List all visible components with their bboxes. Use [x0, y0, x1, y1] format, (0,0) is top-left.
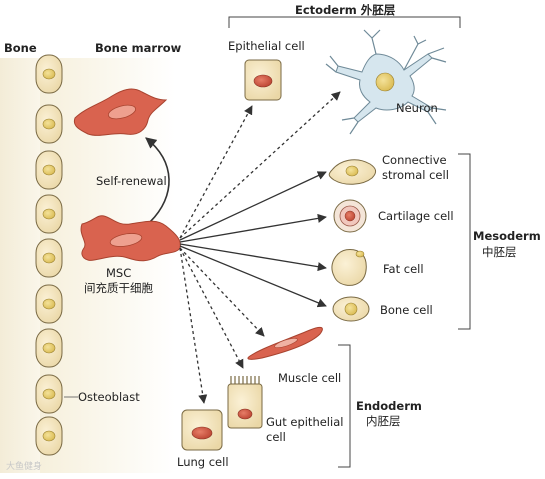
- watermark-text: 大鱼健身: [6, 460, 42, 472]
- bone-marrow-header: Bone marrow: [95, 41, 182, 55]
- fat-cell: [331, 249, 367, 286]
- arrow-to-connective: [179, 171, 327, 241]
- neuron-label: Neuron: [396, 101, 438, 115]
- msc-label: MSC: [106, 266, 131, 280]
- osteoblast-cell: [35, 194, 63, 234]
- osteoblast-cell: [35, 150, 63, 190]
- lung-cell: [181, 409, 223, 451]
- ectoderm-header: Ectoderm 外胚层: [295, 3, 396, 17]
- arrow-to-neuron: [179, 91, 341, 239]
- endoderm-chinese-label: 内胚层: [366, 414, 401, 428]
- osteoblast-cell: [35, 374, 63, 414]
- mesoderm-bracket: [458, 153, 471, 330]
- cartilage-cell-label: Cartilage cell: [378, 209, 454, 223]
- osteoblast-cell: [35, 328, 63, 368]
- self-renewal-label: Self-renewal: [96, 174, 167, 188]
- connective-stromal-cell: [328, 159, 377, 185]
- self-renewed-msc-cell: [73, 88, 168, 136]
- muscle-cell-label: Muscle cell: [278, 371, 341, 385]
- msc-cell: [80, 215, 181, 262]
- bone-cell-label: Bone cell: [380, 303, 433, 317]
- mesoderm-chinese-label: 中胚层: [482, 245, 517, 259]
- arrow-to-bone-cell: [179, 245, 327, 308]
- arrow-to-lung: [179, 247, 208, 404]
- endoderm-header: Endoderm: [356, 399, 422, 413]
- osteoblast-cell: [35, 54, 63, 94]
- fat-cell-label: Fat cell: [383, 262, 424, 276]
- bone-region: [0, 58, 40, 473]
- osteoblast-label: Osteoblast: [78, 390, 140, 404]
- ectoderm-bracket: [228, 16, 461, 28]
- epithelial-cell: [244, 59, 282, 101]
- mesoderm-header: Mesoderm: [473, 229, 541, 243]
- bone-cell: [332, 296, 370, 322]
- osteoblast-cell: [35, 104, 63, 144]
- arrow-to-cartilage: [179, 213, 327, 243]
- connective-label-line2: stromal cell: [382, 168, 449, 182]
- connective-label-line1: Connective: [382, 153, 447, 167]
- lung-cell-label: Lung cell: [177, 455, 229, 469]
- neuron-cell: [325, 29, 447, 135]
- osteoblast-column: [35, 54, 63, 456]
- msc-chinese-label: 间充质干细胞: [84, 281, 153, 295]
- gut-epithelial-label-line1: Gut epithelial: [266, 415, 343, 429]
- endoderm-bracket: [338, 344, 351, 468]
- self-renewal-arrow: [145, 137, 170, 223]
- osteoblast-cell: [35, 284, 63, 324]
- osteoblast-cell: [35, 416, 63, 456]
- arrow-to-fat: [179, 243, 327, 272]
- gut-epithelial-cell: [227, 376, 263, 429]
- gut-epithelial-label-line2: cell: [266, 430, 286, 444]
- differentiation-arrows: [179, 91, 341, 404]
- epithelial-cell-label: Epithelial cell: [228, 39, 305, 53]
- osteoblast-cell: [35, 238, 63, 278]
- bone-header: Bone: [4, 41, 37, 55]
- arrow-to-epithelial: [179, 105, 253, 239]
- cartilage-cell: [333, 199, 367, 233]
- arrow-to-muscle: [179, 247, 265, 337]
- muscle-cell: [247, 326, 323, 360]
- arrow-to-gut: [179, 247, 244, 369]
